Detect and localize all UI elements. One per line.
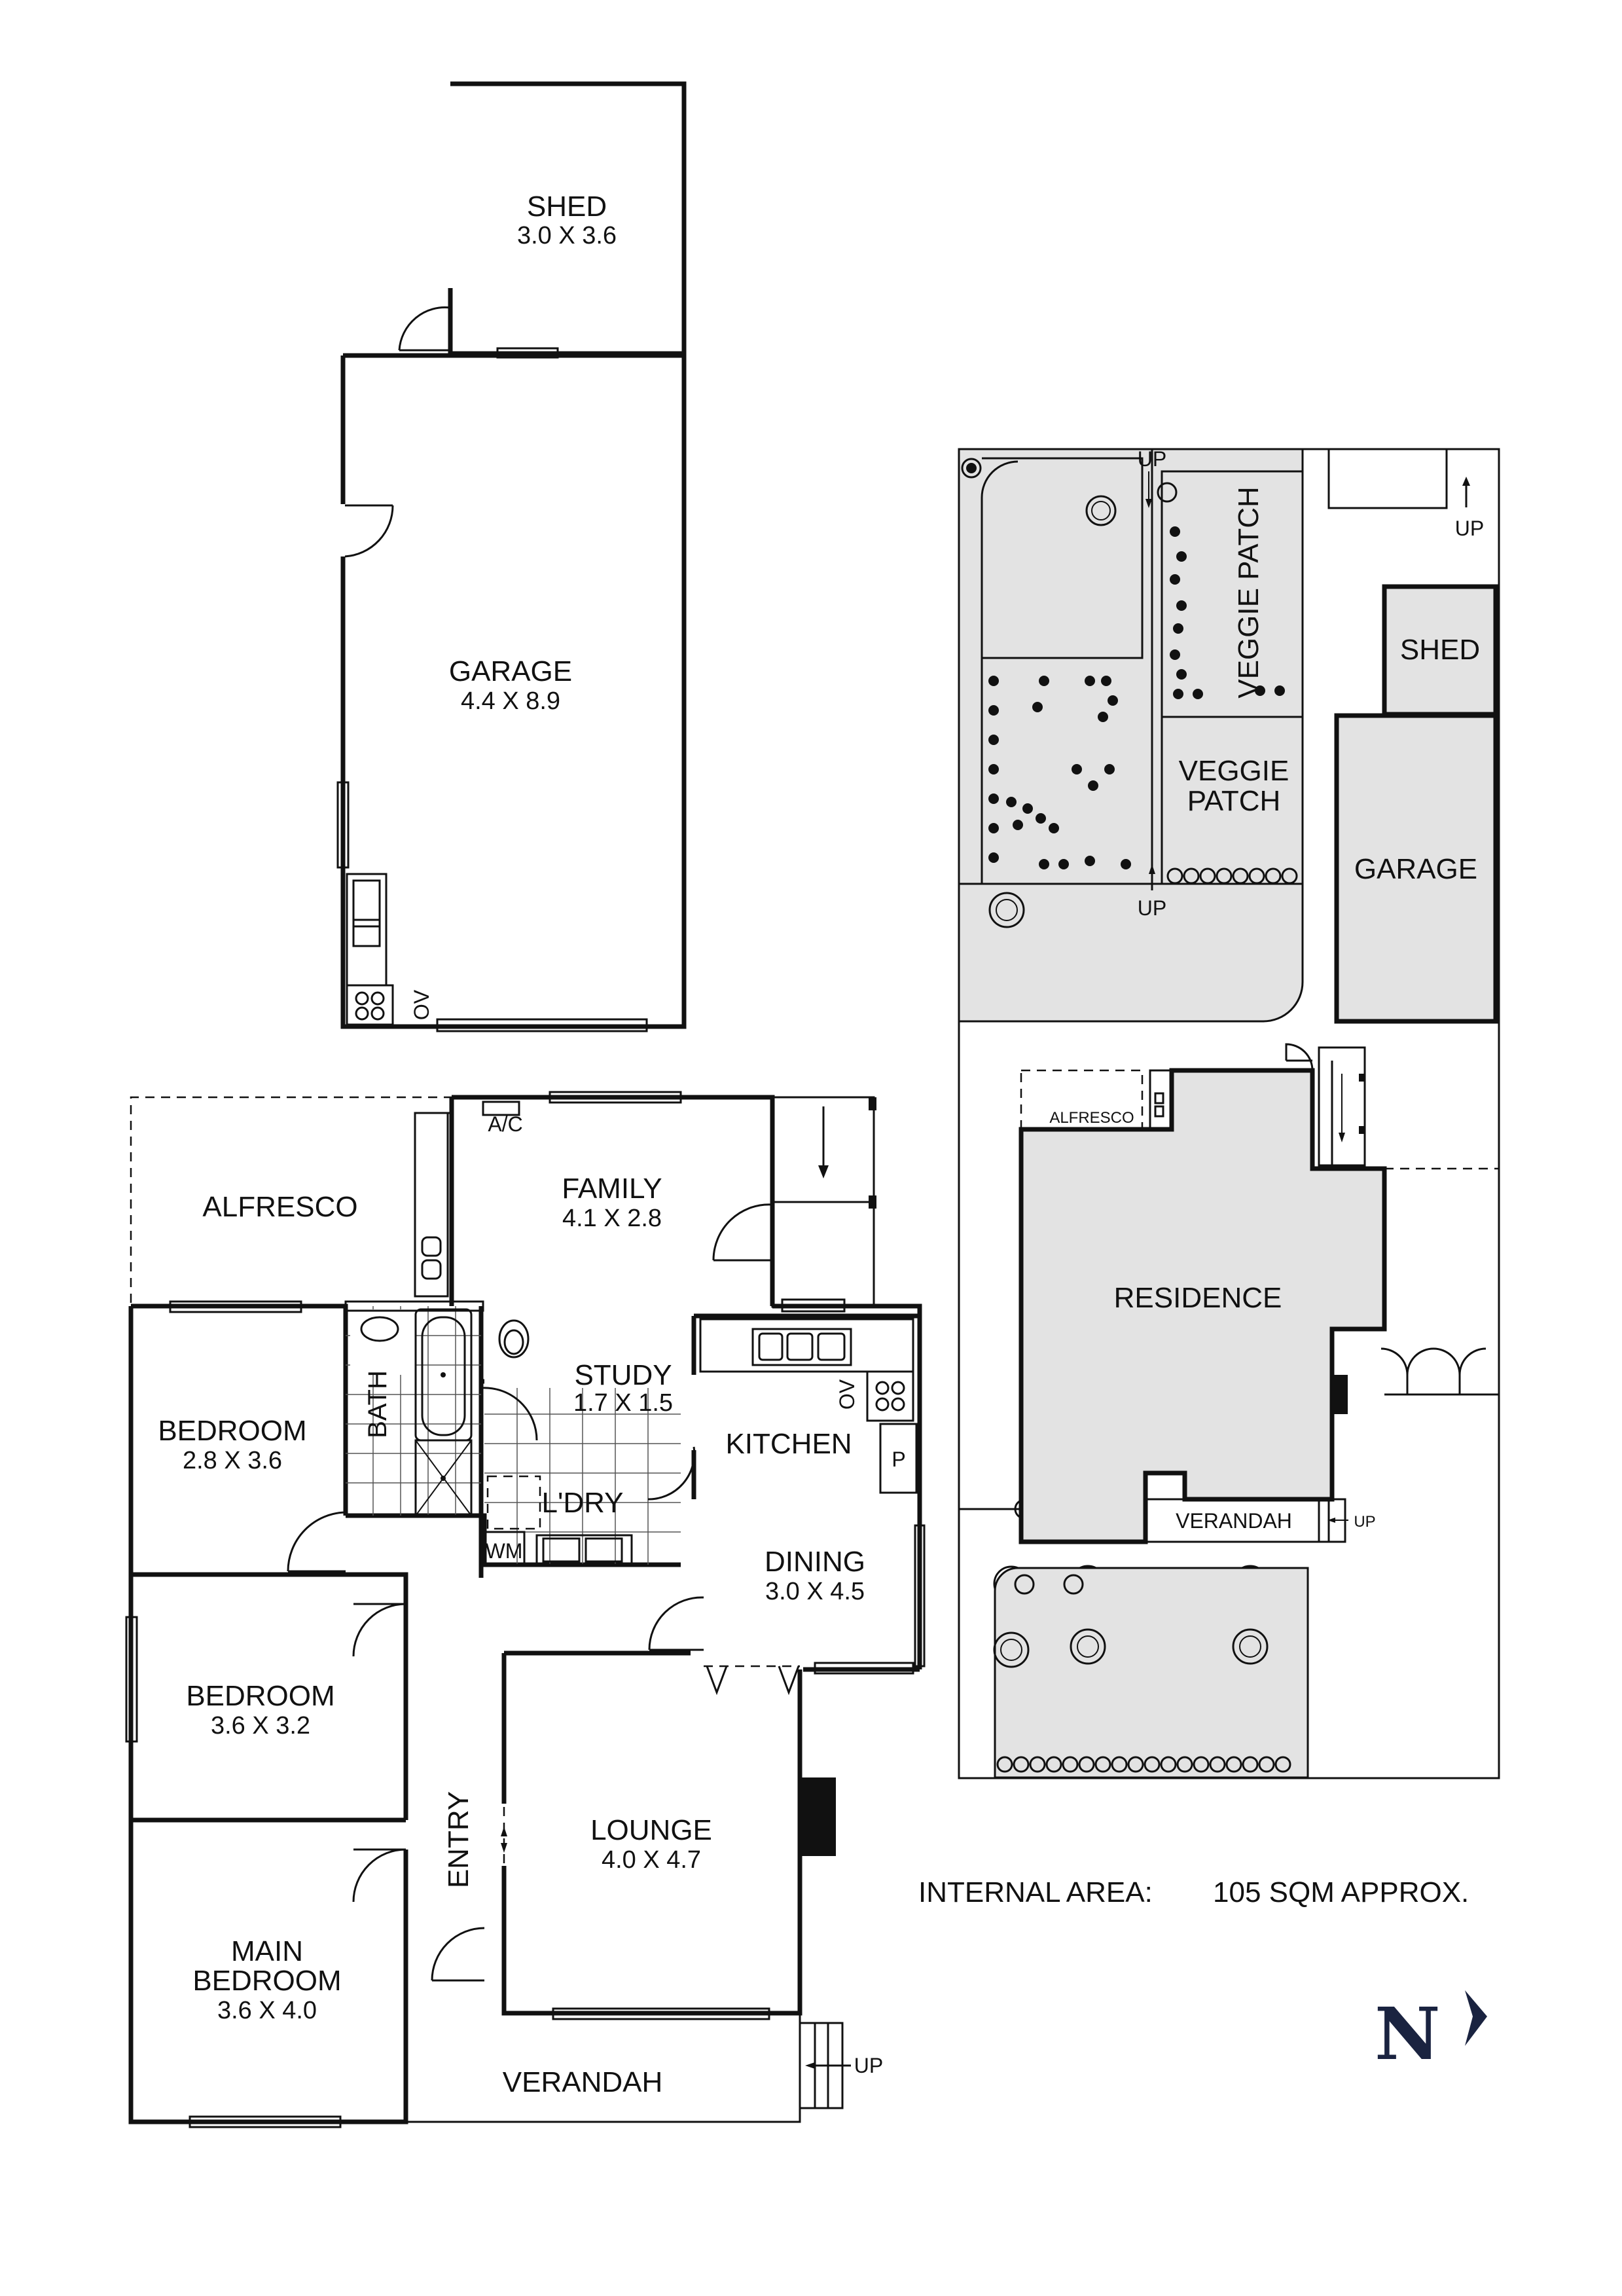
garage-label: GARAGE: [449, 655, 572, 687]
lounge-room: LOUNGE 4.0 X 4.7: [552, 1777, 836, 2020]
site-verandah-up-label: UP: [1354, 1513, 1375, 1531]
verandah-label: VERANDAH: [503, 2066, 663, 2098]
veggie-patch-1-label: VEGGIE PATCH: [1233, 486, 1265, 699]
main-bedroom: MAIN BEDROOM 3.6 X 4.0: [189, 1848, 406, 2128]
site-up-label-2: UP: [1138, 447, 1166, 471]
north-arrow-icon: [1465, 1990, 1487, 2046]
shed-dims: 3.0 X 3.6: [517, 222, 617, 249]
dining-room: DINING 3.0 X 4.5: [648, 1524, 926, 1696]
site-plantings: [988, 526, 1285, 869]
pantry-label: P: [892, 1448, 905, 1471]
verandah: UP VERANDAH: [503, 2022, 883, 2109]
family-label: FAMILY: [562, 1173, 662, 1205]
dining-label: DINING: [765, 1546, 865, 1578]
bedroom2-label: BEDROOM: [186, 1680, 334, 1712]
site-shed-label: SHED: [1400, 634, 1480, 666]
bath-label: BATH: [363, 1370, 392, 1438]
shed-room: SHED 3.0 X 3.6: [398, 81, 687, 359]
site-residence-label: RESIDENCE: [1114, 1282, 1282, 1314]
north-letter: N: [1375, 1992, 1441, 2076]
oven-label: OV: [835, 1379, 859, 1410]
bedroom2-dims: 3.6 X 3.2: [211, 1712, 310, 1740]
site-up-label-3: UP: [1138, 896, 1166, 920]
alfresco-label: ALFRESCO: [202, 1191, 357, 1223]
bath-room: BATH: [344, 1300, 484, 1517]
family-room: A/C FAMILY 4.1 X 2.8: [482, 1091, 876, 1313]
study-laundry: WM STUDY 1.7 X 1.5 L'DRY: [478, 1319, 696, 1578]
bedroom1-dims: 2.8 X 3.6: [183, 1447, 282, 1474]
laundry-label: L'DRY: [542, 1487, 624, 1519]
entry: ENTRY: [431, 1791, 507, 1982]
study-label: STUDY: [574, 1359, 672, 1391]
site-garage-label: GARAGE: [1354, 853, 1477, 885]
garage-dims: 4.4 X 8.9: [461, 687, 560, 715]
site-up-label-1: UP: [1455, 517, 1484, 540]
kitchen-label: KITCHEN: [725, 1428, 852, 1460]
wm-label: WM: [486, 1539, 523, 1563]
site-verandah-label: VERANDAH: [1176, 1509, 1292, 1533]
site-garage: [1334, 713, 1498, 1024]
bedroom1-label: BEDROOM: [158, 1415, 306, 1447]
main-bedroom-label-1: MAIN: [231, 1935, 303, 1967]
bedroom-1: BEDROOM 2.8 X 3.6: [158, 1300, 346, 1573]
lounge-label: LOUNGE: [590, 1814, 712, 1846]
veggie-patch-2-label-2: PATCH: [1187, 785, 1281, 817]
garage-room: OV GARAGE 4.4 X 8.9: [336, 353, 687, 1032]
internal-area-value: 105 SQM APPROX.: [1213, 1876, 1469, 1908]
site-plan: UP UP UP: [958, 447, 1500, 1779]
entry-label: ENTRY: [442, 1791, 475, 1888]
main-bedroom-label-2: BEDROOM: [192, 1965, 341, 1997]
site-front-hedge: [996, 1756, 1291, 1773]
garage-oven-label: OV: [410, 989, 433, 1020]
shed-label: SHED: [527, 191, 607, 223]
ac-label: A/C: [488, 1112, 522, 1136]
bedroom-2: BEDROOM 3.6 X 3.2: [125, 1603, 406, 1743]
lounge-dims: 4.0 X 4.7: [602, 1846, 701, 1874]
site-alfresco-label: ALFRESCO: [1049, 1109, 1134, 1127]
study-dims: 1.7 X 1.5: [573, 1389, 673, 1417]
site-shed: [1382, 584, 1498, 717]
site-front-trees: [993, 1574, 1269, 1668]
kitchen: OV P KITCHEN: [699, 1318, 918, 1494]
veggie-patch-2-label-1: VEGGIE: [1179, 755, 1289, 787]
internal-area-label: INTERNAL AREA:: [918, 1876, 1153, 1908]
family-dims: 4.1 X 2.8: [562, 1205, 662, 1232]
verandah-up-label: UP: [854, 2054, 883, 2077]
dining-dims: 3.0 X 4.5: [765, 1578, 865, 1605]
main-bedroom-dims: 3.6 X 4.0: [217, 1997, 317, 2024]
alfresco-area: ALFRESCO: [130, 1096, 452, 1303]
